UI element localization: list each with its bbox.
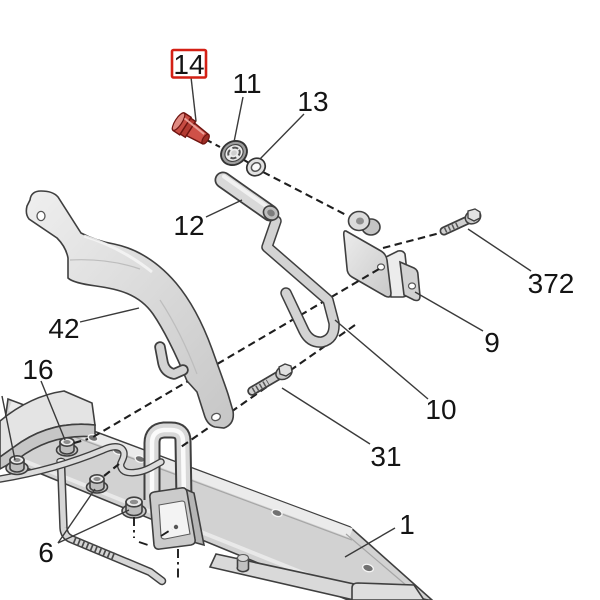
leader-lines [1, 76, 532, 558]
grommet-left [5, 454, 29, 476]
lift-link-10 [261, 215, 340, 348]
lift-shaft-12 [214, 171, 280, 222]
frame-cross-member [208, 553, 429, 600]
callout-6: 6 [38, 537, 54, 568]
grommet-16 [55, 436, 79, 457]
callout-372: 372 [528, 268, 575, 299]
washer-13 [245, 157, 267, 177]
callout-9: 9 [484, 327, 500, 358]
receiver-box [149, 487, 206, 550]
bracket-arm-42 [25, 190, 235, 429]
callout-12: 12 [173, 210, 204, 241]
frame-loop-strap [143, 421, 193, 501]
callout-14: 14 [173, 49, 204, 80]
bolt-31 [247, 363, 293, 396]
pivot-bracket-9 [342, 210, 421, 302]
callout-1: 1 [399, 509, 415, 540]
bracket-arm-hook [154, 341, 189, 380]
callout-13: 13 [297, 86, 328, 117]
thin-latch-rod [0, 443, 165, 483]
bolt-372 [439, 208, 482, 236]
highlight-box-14 [170, 48, 208, 79]
callout-16: 16 [22, 354, 53, 385]
callouts: 14 11 13 12 372 9 42 16 10 31 6 1 [22, 48, 575, 568]
highlighted-bushing-14 [171, 112, 210, 145]
callout-42: 42 [48, 313, 79, 344]
callout-10: 10 [425, 394, 456, 425]
callout-11: 11 [232, 68, 261, 99]
grommet-6a [85, 473, 109, 494]
callout-31: 31 [370, 441, 401, 472]
grommet-6b [121, 496, 147, 519]
bearing-washer-11 [220, 139, 248, 167]
